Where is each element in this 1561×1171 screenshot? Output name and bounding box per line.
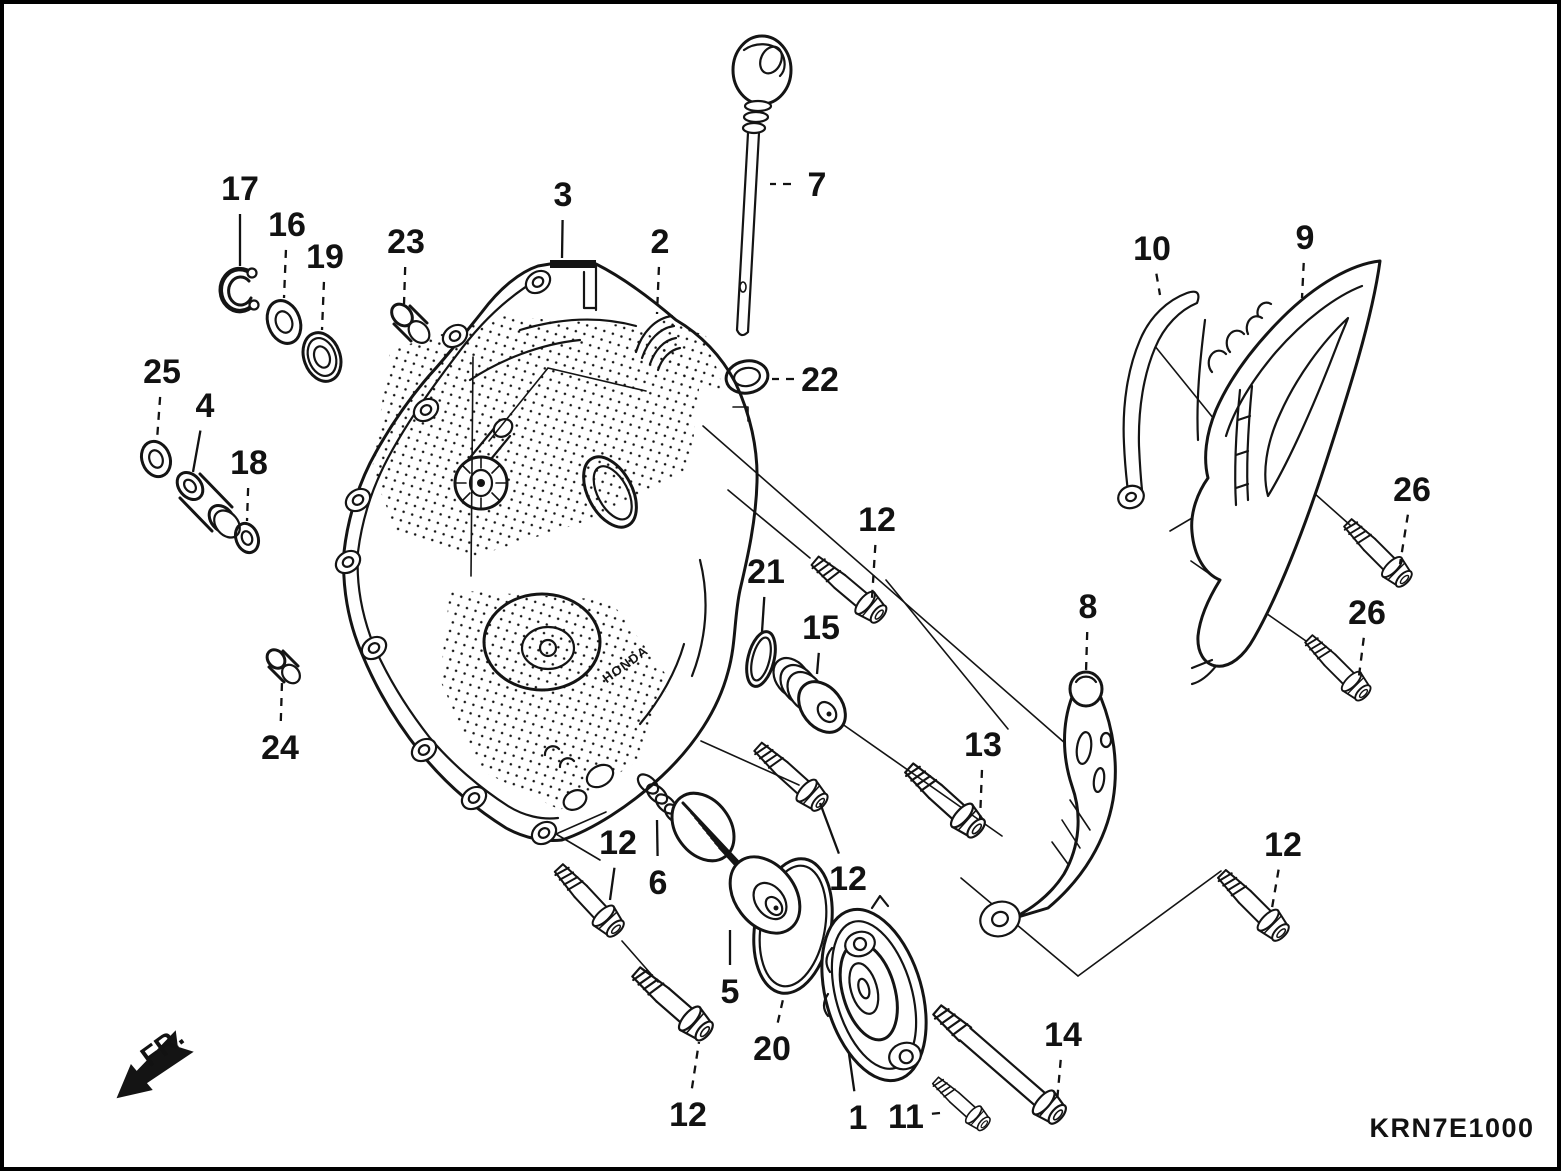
- callout-15: 15: [802, 609, 840, 675]
- svg-text:9: 9: [1296, 219, 1315, 257]
- svg-text:8: 8: [1079, 588, 1098, 626]
- svg-text:19: 19: [306, 238, 344, 276]
- svg-text:26: 26: [1348, 594, 1386, 632]
- svg-text:17: 17: [221, 170, 259, 208]
- diagram-code: KRN7E1000: [1369, 1113, 1534, 1143]
- callout-5: 5: [721, 930, 740, 1011]
- svg-text:1: 1: [849, 1099, 868, 1137]
- callout-18: 18: [230, 444, 268, 522]
- callout-26: 26: [1348, 594, 1386, 677]
- dowel-pin-23: [390, 302, 431, 344]
- bolt-12-d: [1211, 863, 1295, 947]
- callout-12: 12: [858, 501, 896, 599]
- svg-text:2: 2: [651, 223, 670, 261]
- svg-text:4: 4: [196, 387, 215, 425]
- callout-25: 25: [143, 353, 181, 441]
- svg-text:26: 26: [1393, 471, 1431, 509]
- pump-cover-1: [820, 894, 928, 1083]
- callout-12: 12: [599, 824, 637, 901]
- stay-3: [550, 260, 598, 312]
- callout-12: 12: [669, 1041, 707, 1134]
- cover-detail-lines: [468, 318, 707, 811]
- bolt-12-b: [547, 857, 630, 943]
- bolt-12-e: [625, 959, 720, 1048]
- callout-12: 12: [818, 802, 867, 898]
- bolt-11: [927, 1071, 995, 1136]
- callout-26: 26: [1393, 471, 1431, 565]
- oil-filter-rotor-5: [670, 791, 802, 935]
- svg-text:25: 25: [143, 353, 181, 391]
- clutch-boss: [482, 592, 602, 692]
- callout-17: 17: [221, 170, 259, 266]
- oil-dipstick-7: [731, 34, 793, 337]
- crankcase-cover: HONDA: [334, 260, 759, 846]
- svg-text:12: 12: [1264, 826, 1302, 864]
- svg-text:11: 11: [888, 1098, 924, 1136]
- svg-text:6: 6: [649, 864, 668, 902]
- callout-11: 11: [888, 1098, 941, 1136]
- callout-14: 14: [1044, 1016, 1082, 1103]
- dowel-pin-24: [265, 648, 301, 685]
- callout-24: 24: [261, 681, 299, 767]
- svg-text:14: 14: [1044, 1016, 1082, 1054]
- oring-21: [745, 630, 777, 688]
- chain-guide-10: [1117, 290, 1207, 510]
- svg-text:21: 21: [747, 553, 785, 591]
- svg-text:15: 15: [802, 609, 840, 647]
- stipple-texture-upper: [372, 316, 700, 558]
- callout-20: 20: [753, 994, 791, 1068]
- cover-window: [582, 455, 638, 529]
- callout-22: 22: [772, 361, 839, 399]
- callout-13: 13: [964, 726, 1002, 821]
- callout-8: 8: [1079, 588, 1098, 673]
- filter-cap-15: [772, 656, 847, 734]
- svg-text:12: 12: [858, 501, 896, 539]
- callout-12: 12: [1264, 826, 1302, 909]
- callout-19: 19: [306, 238, 344, 331]
- callout-21: 21: [747, 553, 785, 633]
- oil-seal-19: [301, 331, 343, 383]
- stipple-texture-right: [660, 318, 724, 390]
- svg-text:12: 12: [669, 1096, 707, 1134]
- bolt-13: [898, 755, 992, 845]
- svg-text:13: 13: [964, 726, 1002, 764]
- washer-25: [139, 439, 173, 479]
- sprocket-guard-9: [1190, 259, 1382, 686]
- callout-4: 4: [191, 387, 215, 473]
- bracket-8: [979, 670, 1117, 938]
- callout-10: 10: [1133, 230, 1171, 296]
- washer-16: [265, 299, 303, 345]
- svg-text:16: 16: [268, 206, 306, 244]
- callout-6: 6: [649, 819, 668, 902]
- callout-16: 16: [268, 206, 306, 299]
- svg-text:12: 12: [599, 824, 637, 862]
- washer-18: [233, 521, 261, 555]
- callout-2: 2: [651, 223, 670, 315]
- clutch-lifter-detail: [634, 314, 682, 372]
- stipple-texture-lower: [440, 590, 670, 810]
- svg-text:22: 22: [801, 361, 839, 399]
- circlip-17: [218, 266, 260, 314]
- svg-text:10: 10: [1133, 230, 1171, 268]
- svg-text:20: 20: [753, 1030, 791, 1068]
- oring-22: [724, 359, 770, 395]
- callout-3: 3: [554, 176, 573, 259]
- cover-bolt-eyelets: [334, 269, 558, 846]
- callout-7: 7: [770, 166, 826, 204]
- callout-1: 1: [847, 1053, 868, 1137]
- svg-text:23: 23: [387, 223, 425, 261]
- svg-text:5: 5: [721, 973, 740, 1011]
- svg-text:18: 18: [230, 444, 268, 482]
- svg-text:24: 24: [261, 729, 299, 767]
- callout-23: 23: [387, 223, 425, 305]
- svg-text:3: 3: [554, 176, 573, 214]
- callout-9: 9: [1296, 219, 1315, 299]
- svg-text:7: 7: [808, 166, 827, 204]
- svg-text:12: 12: [829, 860, 867, 898]
- collar-4: [175, 471, 241, 539]
- fr-direction-arrow: FR.: [116, 1021, 194, 1099]
